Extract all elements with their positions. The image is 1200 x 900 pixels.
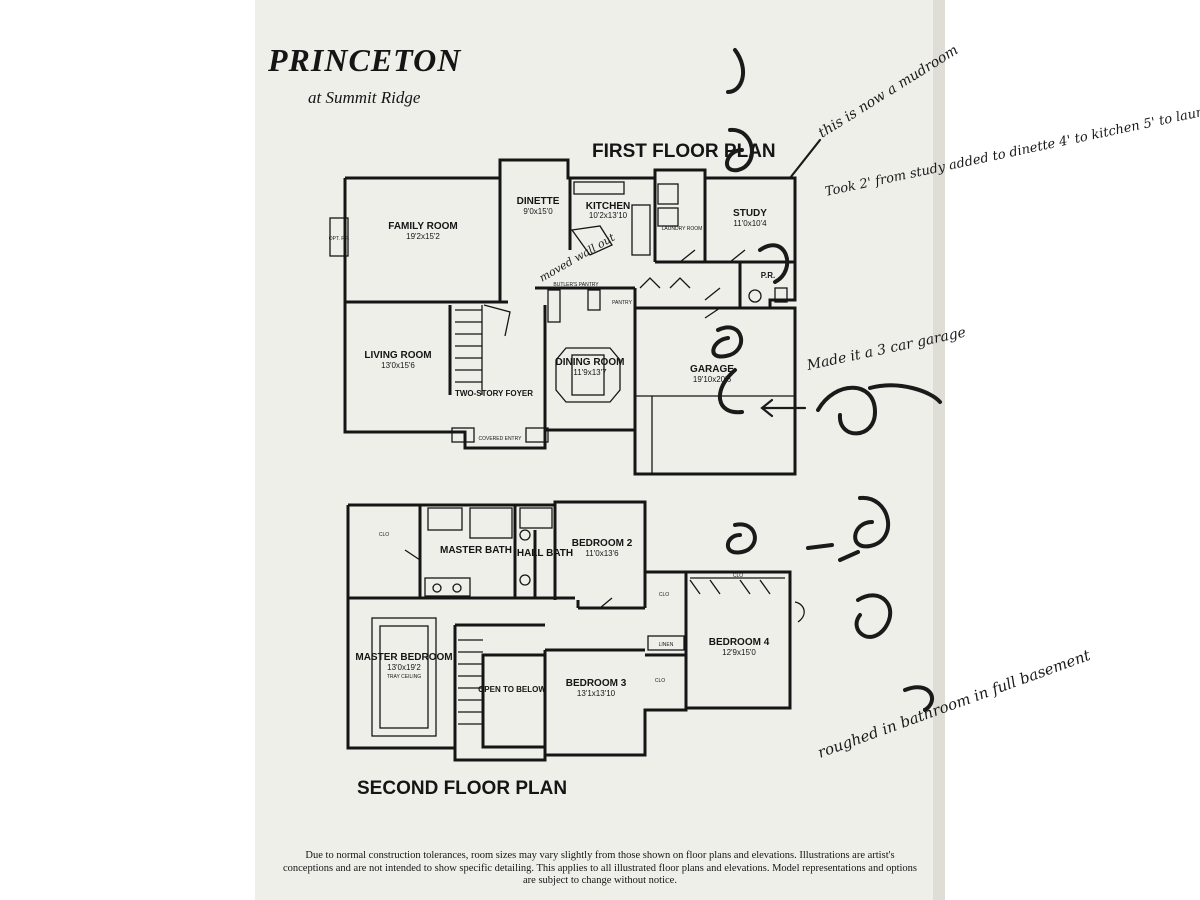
garage-size: 19'10x20'6 <box>693 375 732 384</box>
second-floor-heading: SECOND FLOOR PLAN <box>357 778 568 799</box>
first-floor-labels: FAMILY ROOM 19'2x15'2 DINETTE 9'0x15'0 K… <box>329 196 776 442</box>
bedroom-3-closet-label: CLO <box>655 678 665 684</box>
second-floor-walls <box>346 500 792 762</box>
bedroom-3-label: BEDROOM 3 <box>566 678 627 689</box>
bedroom-2-label: BEDROOM 2 <box>572 538 633 549</box>
bedroom-2-closet-label: CLO <box>659 592 669 598</box>
living-room-size: 13'0x15'6 <box>381 361 415 370</box>
first-floor-details <box>329 181 788 443</box>
garage-note: Made it a 3 car garage <box>805 325 968 375</box>
master-bedroom-note: TRAY CEILING <box>387 674 421 680</box>
first-floor-walls <box>343 158 797 476</box>
foyer-label: TWO-STORY FOYER <box>455 389 533 398</box>
study-label: STUDY <box>733 208 767 219</box>
mudroom-note: this is now a mudroom <box>816 42 962 141</box>
sheet-edge-shadow <box>933 0 945 900</box>
bedroom-3-size: 13'1x13'10 <box>577 689 616 698</box>
second-floor-labels: MASTER BATH HALL BATH BEDROOM 2 11'0x13'… <box>355 532 769 698</box>
pantry-label: PANTRY <box>612 300 632 306</box>
garage-label: GARAGE <box>690 364 734 375</box>
wall-note: moved wall out <box>537 231 618 285</box>
bedroom-2-size: 11'0x13'6 <box>585 549 619 558</box>
open-to-below-label: OPEN TO BELOW <box>478 685 546 694</box>
dining-room-label: DINING ROOM <box>556 357 625 368</box>
second-floor-details <box>371 507 805 737</box>
master-bath-label: MASTER BATH <box>440 545 512 556</box>
bedroom-4-label: BEDROOM 4 <box>709 637 770 648</box>
master-bedroom-size: 13'0x19'2 <box>387 663 421 672</box>
powder-room-label: P.R. <box>761 271 776 280</box>
dinette-size: 9'0x15'0 <box>523 207 553 216</box>
kitchen-size: 10'2x13'10 <box>589 211 628 220</box>
linen-label: LINEN <box>659 642 674 648</box>
kitchen-label: KITCHEN <box>586 201 630 212</box>
disclaimer-text: Due to normal construction tolerances, r… <box>282 850 918 886</box>
entry-label: COVERED ENTRY <box>479 436 523 442</box>
master-closet-label: CLO <box>379 532 389 538</box>
dinette-label: DINETTE <box>517 196 560 207</box>
living-room-label: LIVING ROOM <box>364 350 431 361</box>
dining-room-size: 11'9x13'7 <box>573 368 607 377</box>
bedroom-4-closet-label: CLO <box>733 573 743 579</box>
fireplace-label: OPT. F.P. <box>329 236 349 242</box>
master-bedroom-label: MASTER BEDROOM <box>355 652 452 663</box>
laundry-label: LAUNDRY ROOM <box>662 226 703 232</box>
butlers-pantry-label: BUTLER'S PANTRY <box>553 282 599 288</box>
plan-subtitle: at Summit Ridge <box>308 88 421 107</box>
plan-title: PRINCETON <box>268 42 462 78</box>
floor-plan-sheet <box>255 0 945 900</box>
family-room-label: FAMILY ROOM <box>388 221 457 232</box>
basement-note: roughed in bathroom in full basement <box>815 646 1093 762</box>
family-room-size: 19'2x15'2 <box>406 232 440 241</box>
bedroom-4-size: 12'9x15'0 <box>722 648 756 657</box>
study-note: Took 2' from study added to dinette 4' t… <box>824 92 1200 200</box>
study-size: 11'0x10'4 <box>733 219 767 228</box>
hall-bath-label: HALL BATH <box>517 548 573 559</box>
